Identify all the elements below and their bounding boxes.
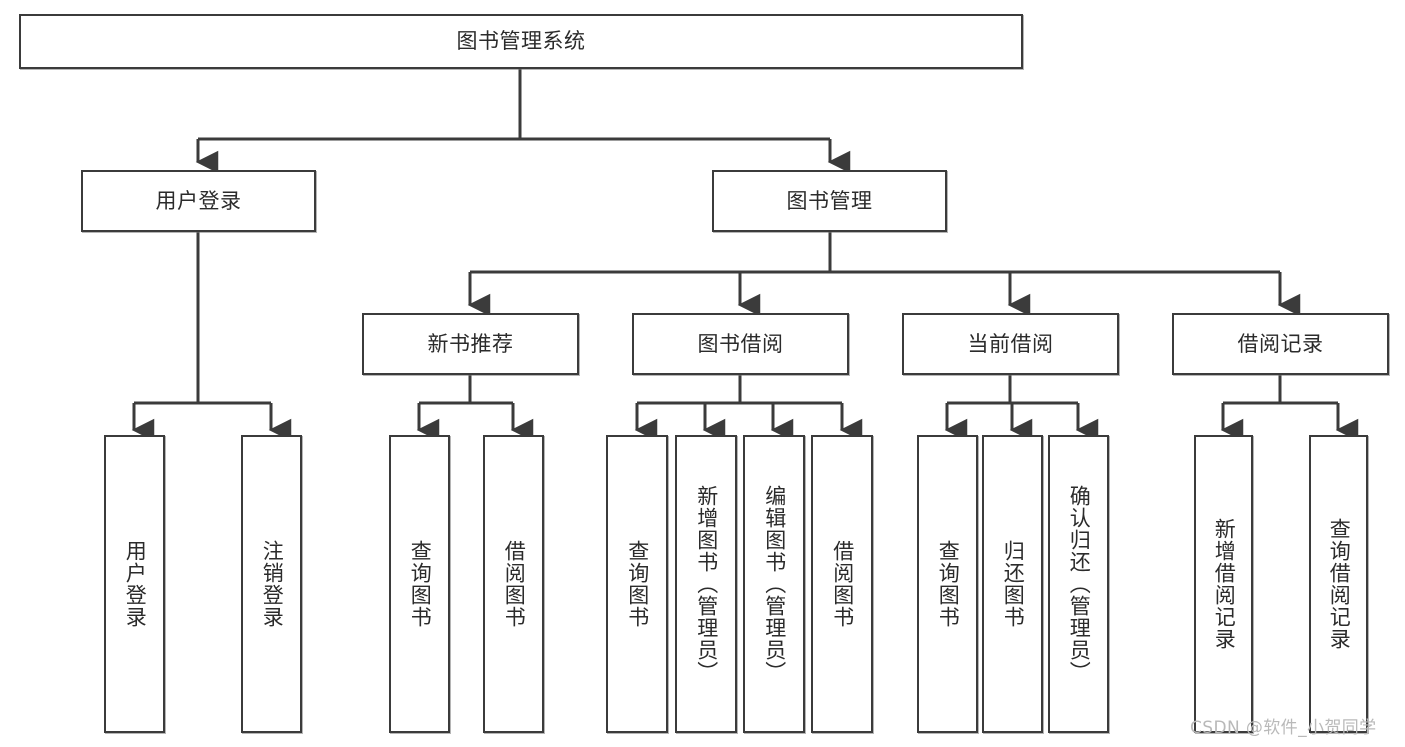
node-current-borrow[interactable]: 当前借阅 — [902, 313, 1119, 375]
leaf-query-book-1[interactable]: 查询图书 — [389, 435, 450, 733]
leaf-logout[interactable]: 注销登录 — [241, 435, 302, 733]
watermark: CSDN @软件_小贺同学 — [1190, 718, 1377, 738]
node-borrow-record[interactable]: 借阅记录 — [1172, 313, 1389, 375]
node-new-book-recommend[interactable]: 新书推荐 — [362, 313, 579, 375]
leaf-borrow-book-1-label: 借阅图书 — [502, 540, 527, 628]
leaf-return-book-label: 归还图书 — [1001, 540, 1026, 628]
leaf-edit-book-label: 编辑图书（管理员） — [762, 485, 787, 683]
leaf-edit-book[interactable]: 编辑图书（管理员） — [743, 435, 805, 733]
leaf-logout-label: 注销登录 — [260, 540, 285, 628]
leaf-query-borrow-record[interactable]: 查询借阅记录 — [1309, 435, 1368, 733]
leaf-user-login-label: 用户登录 — [123, 540, 148, 628]
leaf-user-login[interactable]: 用户登录 — [104, 435, 165, 733]
leaf-query-borrow-record-label: 查询借阅记录 — [1327, 518, 1352, 650]
node-user-login[interactable]: 用户登录 — [81, 170, 316, 232]
node-borrow-record-label: 借阅记录 — [1237, 331, 1324, 356]
leaf-query-book-1-label: 查询图书 — [408, 540, 433, 628]
node-new-book-recommend-label: 新书推荐 — [427, 331, 514, 356]
node-book-borrow-label: 图书借阅 — [697, 331, 784, 356]
leaf-borrow-book-1[interactable]: 借阅图书 — [483, 435, 544, 733]
leaf-return-book[interactable]: 归还图书 — [982, 435, 1043, 733]
node-root[interactable]: 图书管理系统 — [19, 14, 1023, 69]
leaf-add-book[interactable]: 新增图书（管理员） — [675, 435, 737, 733]
leaf-confirm-return-label: 确认归还（管理员） — [1067, 485, 1092, 683]
leaf-query-book-2-label: 查询图书 — [625, 540, 650, 628]
node-book-manage[interactable]: 图书管理 — [712, 170, 947, 232]
leaf-query-book-3[interactable]: 查询图书 — [917, 435, 978, 733]
node-current-borrow-label: 当前借阅 — [967, 331, 1054, 356]
node-book-borrow[interactable]: 图书借阅 — [632, 313, 849, 375]
leaf-add-borrow-record[interactable]: 新增借阅记录 — [1194, 435, 1253, 733]
leaf-add-borrow-record-label: 新增借阅记录 — [1212, 518, 1237, 650]
node-user-login-label: 用户登录 — [155, 188, 242, 213]
leaf-query-book-3-label: 查询图书 — [936, 540, 961, 628]
node-root-label: 图书管理系统 — [456, 29, 586, 54]
leaf-confirm-return[interactable]: 确认归还（管理员） — [1048, 435, 1109, 733]
leaf-add-book-label: 新增图书（管理员） — [694, 485, 719, 683]
leaf-borrow-book-2-label: 借阅图书 — [830, 540, 855, 628]
leaf-query-book-2[interactable]: 查询图书 — [606, 435, 668, 733]
node-book-manage-label: 图书管理 — [786, 188, 873, 213]
leaf-borrow-book-2[interactable]: 借阅图书 — [811, 435, 873, 733]
